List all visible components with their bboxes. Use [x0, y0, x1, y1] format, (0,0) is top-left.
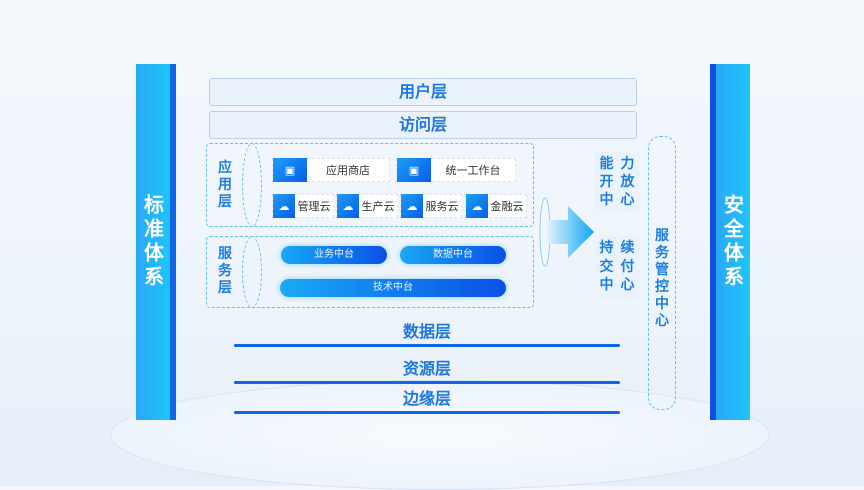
access-layer: 访问层 [209, 111, 637, 139]
service-layer-label: 服务层 [218, 246, 232, 296]
char: 续 [620, 240, 635, 256]
char: 能 [599, 156, 614, 172]
data-layer: 数据层 [234, 318, 620, 347]
char: 交 [599, 258, 614, 275]
arrow-right-icon [539, 197, 594, 267]
unified-workbench: ▣统一工作台 [396, 158, 516, 182]
tech-platform: 技术中台 [280, 279, 506, 297]
base-platform [110, 380, 770, 490]
continuous-delivery-center: 持续交付中心 [594, 236, 640, 300]
application-layer-ellipse [242, 143, 262, 227]
service-layer-ellipse [242, 236, 262, 308]
cloud-icon: ☁ [466, 194, 488, 218]
char: 中 [599, 192, 614, 208]
edge-layer: 边缘层 [234, 385, 620, 414]
cloud-icon: ☁ [401, 194, 423, 218]
service-layer-box [206, 236, 534, 308]
resource-layer-label: 资源层 [402, 359, 451, 378]
char: 心 [620, 192, 635, 208]
cloud-finance: ☁金融云 [465, 194, 527, 218]
edge-layer-label: 边缘层 [402, 389, 451, 408]
service-control-center-box [648, 136, 676, 410]
user-layer: 用户层 [209, 78, 637, 106]
security-system-pillar: 安全体系 [710, 64, 750, 420]
application-layer-box [206, 143, 534, 227]
service-control-center-label: 服务管控中心 [655, 228, 669, 329]
resource-layer: 资源层 [234, 355, 620, 384]
char: 放 [620, 174, 635, 190]
application-layer-label: 应用层 [218, 160, 232, 210]
divider [234, 411, 620, 414]
char: 付 [620, 258, 635, 275]
capability-open-center: 能力开放中心 [594, 152, 640, 214]
app-store: ▣应用商店 [272, 158, 390, 182]
char: 中 [599, 277, 614, 294]
business-platform: 业务中台 [281, 246, 387, 264]
cloud-icon: ☁ [273, 194, 295, 218]
cloud-service: ☁服务云 [400, 194, 462, 218]
divider [234, 344, 620, 347]
cloud-management: ☁管理云 [272, 194, 334, 218]
standard-system-pillar: 标准体系 [136, 64, 176, 420]
wallet-icon: ▣ [273, 158, 307, 182]
wallet-icon: ▣ [397, 158, 431, 182]
char: 开 [599, 174, 614, 190]
cloud-icon: ☁ [337, 194, 359, 218]
data-layer-label: 数据层 [402, 322, 451, 341]
char: 持 [599, 240, 614, 256]
divider [234, 381, 620, 384]
char: 心 [620, 277, 635, 294]
char: 力 [620, 156, 635, 172]
cloud-production: ☁生产云 [336, 194, 398, 218]
data-platform: 数据中台 [400, 246, 506, 264]
